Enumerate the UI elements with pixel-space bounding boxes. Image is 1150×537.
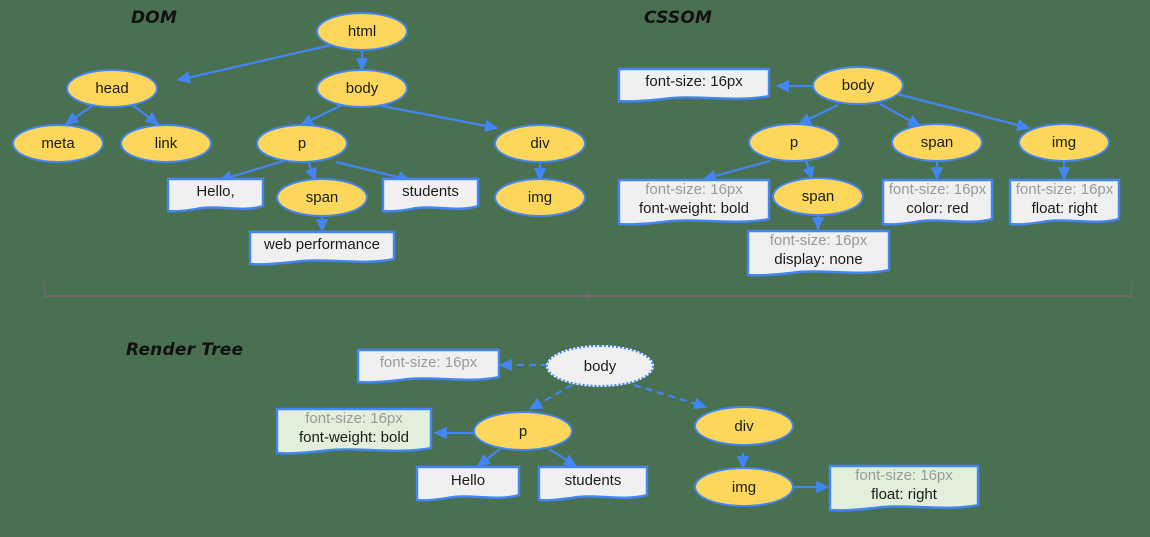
cssom-node-span-nested[interactable]: span — [772, 177, 864, 216]
dom-node-html[interactable]: html — [316, 12, 408, 51]
dom-text-students[interactable]: students — [381, 177, 480, 214]
render-tree-rule-p[interactable]: font-size: 16px font-weight: bold — [275, 407, 433, 457]
cssom-rule-span[interactable]: font-size: 16px color: red — [881, 178, 994, 228]
render-tree-rule-p-inherited: font-size: 16px — [305, 410, 403, 428]
dom-node-link[interactable]: link — [120, 124, 212, 163]
cssom-node-span[interactable]: span — [891, 123, 983, 162]
dom-node-meta[interactable]: meta — [12, 124, 104, 163]
cssom-rule-img-declaration: float: right — [1031, 200, 1098, 217]
dom-text-web-performance[interactable]: web performance — [248, 230, 396, 267]
cssom-rule-img[interactable]: font-size: 16px float: right — [1008, 178, 1121, 228]
render-tree-node-body[interactable]: body — [546, 345, 654, 387]
render-tree-rule-body[interactable]: font-size: 16px — [356, 348, 501, 385]
cssom-node-img[interactable]: img — [1018, 123, 1110, 162]
render-tree-rule-p-declaration: font-weight: bold — [298, 429, 410, 446]
dom-node-body[interactable]: body — [316, 69, 408, 108]
divider-tick-right — [1131, 284, 1132, 296]
dom-text-students-label: students — [402, 183, 459, 201]
cssom-rule-span-declaration: color: red — [906, 200, 969, 217]
cssom-rule-p-declaration: font-weight: bold — [638, 200, 750, 217]
dom-node-span[interactable]: span — [276, 178, 368, 217]
cssom-rule-span-nested-inherited: font-size: 16px — [769, 232, 868, 250]
cssom-rule-p-inherited: font-size: 16px — [645, 181, 743, 199]
dom-section-title: DOM — [131, 8, 178, 28]
render-tree-node-div[interactable]: div — [694, 406, 794, 446]
cssom-node-body[interactable]: body — [812, 66, 904, 105]
render-tree-text-students-label: students — [564, 471, 622, 489]
render-tree-rule-img-declaration: float: right — [871, 486, 937, 503]
dom-text-hello-label: Hello, — [196, 183, 235, 201]
cssom-rule-span-nested-declaration: display: none — [774, 251, 863, 268]
dom-node-p[interactable]: p — [256, 124, 348, 163]
cssom-rule-span-inherited: font-size: 16px — [888, 181, 987, 199]
render-tree-rule-img[interactable]: font-size: 16px float: right — [828, 464, 980, 514]
cssom-node-p[interactable]: p — [748, 123, 840, 162]
render-tree-node-img[interactable]: img — [694, 467, 794, 507]
cssom-rule-img-inherited: font-size: 16px — [1015, 181, 1114, 199]
dom-node-img[interactable]: img — [494, 178, 586, 217]
cssom-rule-body-declaration: font-size: 16px — [645, 73, 743, 91]
divider-tick-center — [588, 291, 589, 301]
dom-text-hello[interactable]: Hello, — [166, 177, 265, 214]
divider-tick-left — [44, 284, 45, 296]
render-tree-node-p[interactable]: p — [473, 411, 573, 451]
cssom-rule-body[interactable]: font-size: 16px — [617, 67, 771, 104]
cssom-rule-span-nested[interactable]: font-size: 16px display: none — [746, 229, 891, 279]
render-tree-text-students[interactable]: students — [537, 465, 649, 503]
dom-node-head[interactable]: head — [66, 69, 158, 108]
dom-text-web-performance-label: web performance — [264, 236, 380, 254]
dom-node-div[interactable]: div — [494, 124, 586, 163]
render-tree-text-hello-label: Hello — [450, 471, 486, 489]
render-tree-text-hello[interactable]: Hello — [415, 465, 521, 503]
cssom-section-title: CSSOM — [644, 8, 713, 28]
render-tree-rule-img-inherited: font-size: 16px — [855, 467, 953, 485]
cssom-rule-p[interactable]: font-size: 16px font-weight: bold — [617, 178, 771, 228]
render-tree-section-title: Render Tree — [126, 340, 244, 360]
render-tree-rule-body-inherited: font-size: 16px — [379, 354, 478, 372]
